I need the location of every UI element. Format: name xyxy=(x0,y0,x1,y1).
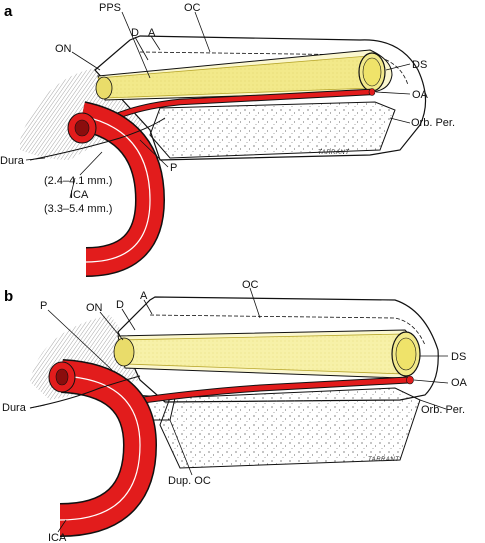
panel-a-label-d: D xyxy=(131,27,139,39)
panel-b-label-oc: OC xyxy=(242,279,259,291)
panel-b-label-dura: Dura xyxy=(2,402,27,414)
panel-a: a TARRANT xyxy=(0,2,455,277)
panel-b-label-d: D xyxy=(116,299,124,311)
panel-a-leader-orb-per xyxy=(389,117,411,124)
panel-b-label-ica: ICA xyxy=(48,532,67,543)
panel-b-ophthalmic-artery-end xyxy=(406,375,414,385)
panel-a-leader-measure xyxy=(79,151,103,176)
panel-a-orbital-bone xyxy=(149,101,396,159)
panel-a-ophthalmic-artery-end xyxy=(368,88,376,96)
panel-a-ica-lumen xyxy=(74,119,90,137)
panel-a-label-pps: PPS xyxy=(99,2,121,14)
panel-a-dura-boundary xyxy=(29,117,166,161)
panel-a-optic-nerve-proximal xyxy=(95,76,113,100)
panel-a-label-orb-per: Orb. Per. xyxy=(411,117,455,129)
panel-a-leader-ica xyxy=(69,177,76,199)
panel-a-ica-highlight xyxy=(81,115,151,263)
panel-a-leader-oa xyxy=(375,91,411,95)
panel-a-leader-on xyxy=(71,51,101,71)
panel-b-label-on: ON xyxy=(86,302,103,314)
panel-b-leader-d xyxy=(121,308,136,331)
panel-b-leader-a xyxy=(143,299,153,315)
panel-a-leader-pps xyxy=(121,11,151,79)
panel-b-ica-lumen xyxy=(55,368,69,386)
panel-b-label-p: P xyxy=(40,300,47,312)
panel-a-label-ica: ICA xyxy=(70,189,89,201)
panel-b-label-a: A xyxy=(140,290,148,302)
panel-a-leader-oc xyxy=(194,11,211,53)
panel-b-leader-p xyxy=(47,309,113,371)
panel-a-leader-p xyxy=(139,139,169,168)
panel-a-label-a: A xyxy=(148,27,156,39)
panel-a-label-ds: DS xyxy=(412,59,427,71)
panel-b-label-orb-per: Orb. Per. xyxy=(421,404,465,416)
panel-a-optic-nerve-texture xyxy=(98,56,372,98)
panel-a-letter: a xyxy=(4,3,13,20)
panel-b-label-oa: OA xyxy=(451,377,468,389)
panel-b: b TARRANT xyxy=(2,279,468,543)
panel-a-label-oa: OA xyxy=(412,89,429,101)
panel-b-leader-on xyxy=(99,311,124,341)
panel-b-dura-line xyxy=(149,314,426,346)
panel-b-optic-nerve-texture xyxy=(118,334,404,374)
panel-a-label-measure-top: (2.4–4.1 mm.) xyxy=(44,175,112,187)
panel-a-label-oc: OC xyxy=(184,2,201,14)
panel-b-signature: TARRANT xyxy=(368,457,400,463)
panel-b-leader-dura xyxy=(29,404,46,409)
panel-a-label-measure-bottom: (3.3–5.4 mm.) xyxy=(44,203,112,215)
panel-b-ica-highlight xyxy=(59,375,141,521)
panel-b-optic-nerve-proximal xyxy=(113,337,135,367)
panel-b-dura-boundary xyxy=(29,375,141,409)
panel-a-optic-nerve-cross-section xyxy=(362,57,382,87)
panel-a-leader-d xyxy=(134,36,149,61)
panel-b-leader-ica xyxy=(57,519,67,533)
panel-a-signature: TARRANT xyxy=(318,150,350,156)
panel-b-letter: b xyxy=(4,288,13,305)
panel-a-leader-dura xyxy=(25,157,46,161)
panel-a-label-p: P xyxy=(170,162,177,174)
panel-b-leader-dup-oc xyxy=(169,419,193,476)
panel-b-label-ds: DS xyxy=(451,351,466,363)
panel-a-label-dura: Dura xyxy=(0,155,25,167)
panel-a-leader-a xyxy=(150,35,161,51)
panel-b-orbital-bone xyxy=(159,387,421,469)
panel-b-label-dup-oc: Dup. OC xyxy=(168,475,211,487)
panel-b-leader-orb-per xyxy=(419,399,447,410)
panel-b-optic-nerve-cross-section xyxy=(395,337,417,371)
panel-a-label-on: ON xyxy=(55,43,72,55)
panel-a-leader-ds xyxy=(385,63,411,71)
panel-b-leader-oc xyxy=(249,287,261,319)
panel-b-leader-oa xyxy=(413,379,449,384)
